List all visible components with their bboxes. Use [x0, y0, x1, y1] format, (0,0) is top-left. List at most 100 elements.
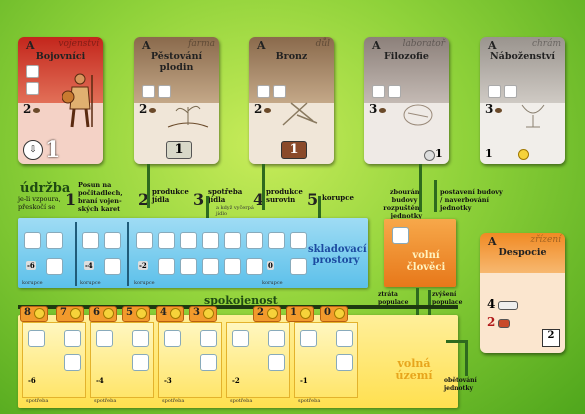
worker-slot[interactable]	[336, 354, 353, 371]
worker-slot[interactable]	[232, 330, 249, 347]
card-age: A	[26, 39, 35, 52]
strength-icon: ⇩	[23, 140, 43, 160]
card-filozofie[interactable]: A laboratoř Filozofie 3 1	[364, 37, 449, 164]
card-name: Náboženství	[489, 51, 556, 62]
arrow	[262, 164, 265, 210]
storage-slot[interactable]	[46, 258, 63, 275]
culture-yield: 1	[485, 147, 493, 160]
card-age: A	[488, 235, 497, 248]
storage-slot[interactable]	[202, 232, 219, 249]
worker-slot[interactable]	[268, 354, 285, 371]
resource-icon	[379, 108, 386, 113]
upkeep-desc: je-li vzpoura, přeskočí se	[18, 195, 61, 211]
card-bronz[interactable]: A důl Bronz 2 1	[249, 37, 334, 164]
step-3-number: 3	[193, 190, 205, 209]
happy-face-icon	[34, 308, 45, 319]
pop-gain-text: zvýšení populace	[432, 291, 463, 306]
storage-slot[interactable]	[82, 232, 99, 249]
card-age: A	[257, 39, 266, 52]
storage-slot[interactable]	[224, 258, 241, 275]
happy-face-icon	[300, 308, 311, 319]
consumption-value: -3	[164, 376, 172, 385]
storage-slot[interactable]	[46, 232, 63, 249]
worker-slot[interactable]	[64, 354, 81, 371]
corruption-value: -6	[26, 261, 36, 270]
consumption-label: spotřeba	[26, 398, 49, 404]
happy-face-icon	[170, 308, 181, 319]
card-cost: 2	[23, 102, 32, 116]
storage-title: skladovací prostory	[308, 244, 367, 266]
arrow	[318, 196, 321, 218]
storage-slot[interactable]	[268, 232, 285, 249]
chalice-icon	[521, 104, 545, 128]
card-nabozenstvi[interactable]: A chrám Náboženství 3 1	[480, 37, 565, 164]
slot-box	[142, 85, 155, 98]
ore-yield: 1	[281, 141, 307, 159]
card-bojovnici[interactable]: A vojenství Bojovníci 2 ⇩ 1	[18, 37, 103, 164]
card-category: zřízení	[530, 235, 561, 245]
card-pestovani-plodin[interactable]: A farma Pěstování plodin 2 1	[134, 37, 219, 164]
worker-slot[interactable]	[64, 330, 81, 347]
card-category: farma	[188, 39, 215, 49]
consumption-label: spotřeba	[298, 398, 321, 404]
worker-slot[interactable]	[132, 330, 149, 347]
worker-slot[interactable]	[268, 330, 285, 347]
storage-slot[interactable]	[136, 232, 153, 249]
storage-slot[interactable]	[24, 232, 41, 249]
worker-slot[interactable]	[200, 330, 217, 347]
step-3-text: spotřeba jídla	[208, 187, 243, 204]
worker-slot[interactable]	[132, 354, 149, 371]
slot-box	[273, 85, 286, 98]
building-limit: 2	[542, 329, 560, 347]
civil-action-icon	[498, 301, 518, 310]
corruption-label: korupce	[262, 280, 283, 286]
storage-slot[interactable]	[104, 258, 121, 275]
card-age: A	[372, 39, 381, 52]
step-2-text: produkce jídla	[152, 187, 189, 204]
card-despocie[interactable]: A zřízení Despocie 4 2 2	[480, 233, 565, 353]
worker-slot[interactable]	[96, 330, 113, 347]
storage-slot[interactable]	[158, 232, 175, 249]
divider	[127, 222, 129, 286]
card-category: vojenství	[58, 39, 99, 49]
storage-slot[interactable]	[246, 258, 263, 275]
arrow	[206, 196, 209, 218]
upkeep-title: údržba	[20, 181, 71, 196]
storage-slot[interactable]	[158, 258, 175, 275]
corruption-value: -4	[84, 261, 94, 270]
card-cost: 3	[369, 102, 378, 116]
card-name: Pěstování plodin	[150, 51, 203, 73]
storage-slot[interactable]	[104, 232, 121, 249]
step-5-number: 5	[307, 190, 319, 209]
card-cost: 2	[139, 102, 148, 116]
scroll-icon	[403, 104, 433, 126]
happy-face-icon	[136, 308, 147, 319]
slot-box	[372, 85, 385, 98]
storage-slot[interactable]	[180, 258, 197, 275]
worker-slot[interactable]	[336, 330, 353, 347]
worker-slot[interactable]	[200, 354, 217, 371]
storage-slot[interactable]	[290, 258, 307, 275]
arrow	[434, 180, 437, 212]
corruption-label: korupce	[22, 280, 43, 286]
slot-box	[158, 85, 171, 98]
storage-slot[interactable]	[246, 232, 263, 249]
happy-face-icon	[203, 308, 214, 319]
storage-slot[interactable]	[202, 258, 219, 275]
worker-slot[interactable]	[28, 330, 45, 347]
step-5-text: korupce	[322, 193, 354, 202]
corruption-value: -2	[138, 261, 148, 270]
card-name: Despocie	[498, 247, 547, 258]
science-yield: 1	[435, 147, 443, 160]
storage-slot[interactable]	[224, 232, 241, 249]
military-action-icon	[498, 319, 510, 328]
storage-slot[interactable]	[290, 232, 307, 249]
happiness-title: spokojenost	[204, 294, 278, 307]
science-icon	[424, 150, 435, 161]
worker-slot[interactable]	[164, 330, 181, 347]
worker-slot[interactable]	[392, 227, 409, 244]
worker-slot[interactable]	[300, 330, 317, 347]
storage-slot[interactable]	[180, 232, 197, 249]
plant-icon	[167, 105, 209, 128]
happy-face-icon	[267, 308, 278, 319]
